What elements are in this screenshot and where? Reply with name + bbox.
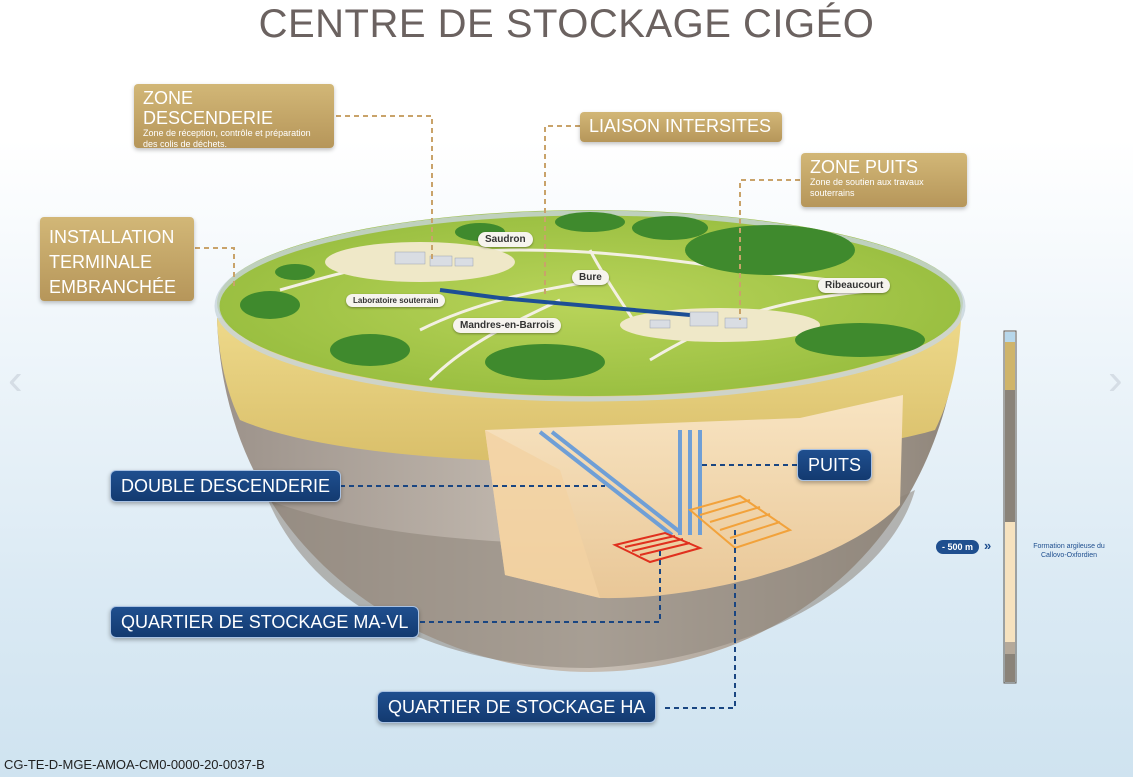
installation-line1: INSTALLATION [49,227,175,247]
depth-scale-column [1003,330,1017,684]
leader-zone-descenderie [336,115,433,262]
next-arrow[interactable]: › [1108,355,1123,404]
ha-storage-zone [687,494,793,550]
ma-vl-storage-zone [612,531,704,564]
place-ribeaucourt: Ribeaucourt [818,278,891,293]
depth-badge: - 500 m [936,540,980,554]
puits-site [620,308,820,342]
zone-descenderie-subtitle: Zone de réception, contrôle et préparati… [143,128,311,149]
zone-descenderie-title: ZONE DESCENDERIE [143,88,274,128]
forest [240,212,925,380]
cavity-wall [485,430,600,598]
leader-zone-puits [739,179,800,320]
puits-label: PUITS [797,449,873,481]
zone-puits-label: ZONE PUITS Zone de soutien aux travaux s… [801,153,967,207]
installation-label: INSTALLATION TERMINALE EMBRANCHÉE [40,217,194,301]
liaison-intersites-title: LIAISON INTERSITES [589,116,772,136]
quartier-ma-vl-label: QUARTIER DE STOCKAGE MA-VL [110,606,420,638]
buildings [394,251,748,329]
previous-arrow[interactable]: ‹ [8,355,23,404]
zone-puits-subtitle: Zone de soutien aux travaux souterrains [810,177,924,198]
leader-installation [195,247,235,290]
formation-label: Formation argileuse du Callovo-Oxfordien [1033,543,1105,559]
cutaway-cavity [485,395,903,599]
installation-line3: EMBRANCHÉE [49,277,177,297]
page-title: CENTRE DE STOCKAGE CIGÉO [258,2,875,46]
place-saudron: Saudron [478,232,533,247]
liaison-intersites-label: LIAISON INTERSITES [580,112,782,142]
zone-descenderie-label: ZONE DESCENDERIE Zone de réception, cont… [134,84,334,149]
double-descenderie-label: DOUBLE DESCENDERIE [110,470,342,502]
document-reference: CG-TE-D-MGE-AMOA-CM0-0000-20-0037-B [4,757,265,772]
installation-line2: TERMINALE [49,252,153,272]
descenderie-ramps [538,430,682,537]
zone-puits-title: ZONE PUITS [810,157,919,177]
place-bure: Bure [572,270,609,285]
intersite-link [439,288,691,317]
leader-liaison [544,125,580,295]
depth-chevrons: » [984,538,992,553]
quartier-ha-label: QUARTIER DE STOCKAGE HA [377,691,657,723]
place-mandres: Mandres-en-Barrois [453,318,562,333]
place-laboratoire: Laboratoire souterrain [346,294,446,307]
leader-ma-vl [420,550,661,623]
